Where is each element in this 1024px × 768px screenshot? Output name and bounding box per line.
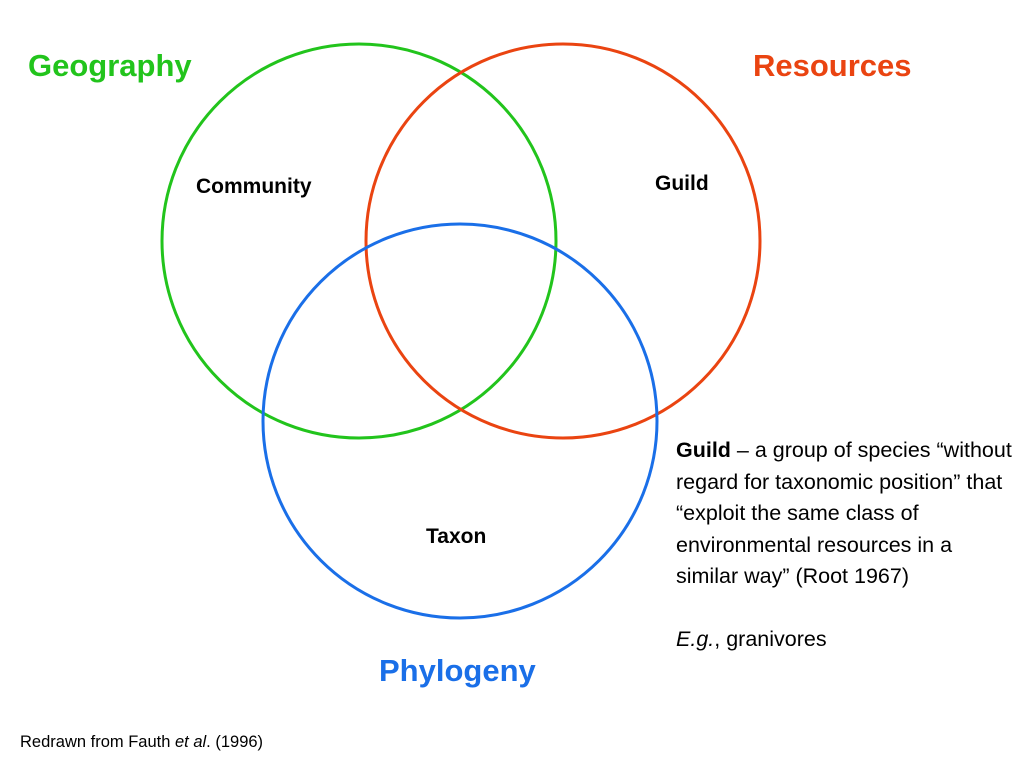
example-line: E.g., granivores: [676, 624, 1016, 656]
citation: Redrawn from Fauth et al. (1996): [20, 733, 263, 752]
guild-definition: Guild – a group of species “without rega…: [676, 435, 1016, 656]
definition-term: Guild: [676, 438, 731, 462]
phylogeny-circle: [261, 222, 659, 620]
citation-prefix: Redrawn from Fauth: [20, 733, 175, 751]
citation-italic: et al: [174, 733, 207, 751]
definition-text: – a group of species “without regard for…: [676, 438, 1012, 588]
example-text: , granivores: [714, 627, 827, 651]
geography-circle: [160, 42, 558, 440]
definition-paragraph: Guild – a group of species “without rega…: [676, 435, 1016, 593]
guild-label: Guild: [655, 172, 709, 195]
resources-title: Resources: [753, 48, 912, 83]
citation-suffix: . (1996): [206, 733, 264, 751]
community-label: Community: [196, 175, 312, 198]
resources-circle: [364, 42, 762, 440]
phylogeny-title: Phylogeny: [379, 653, 536, 688]
example-prefix: E.g.: [676, 627, 715, 651]
geography-title: Geography: [28, 48, 192, 83]
taxon-label: Taxon: [426, 525, 487, 548]
